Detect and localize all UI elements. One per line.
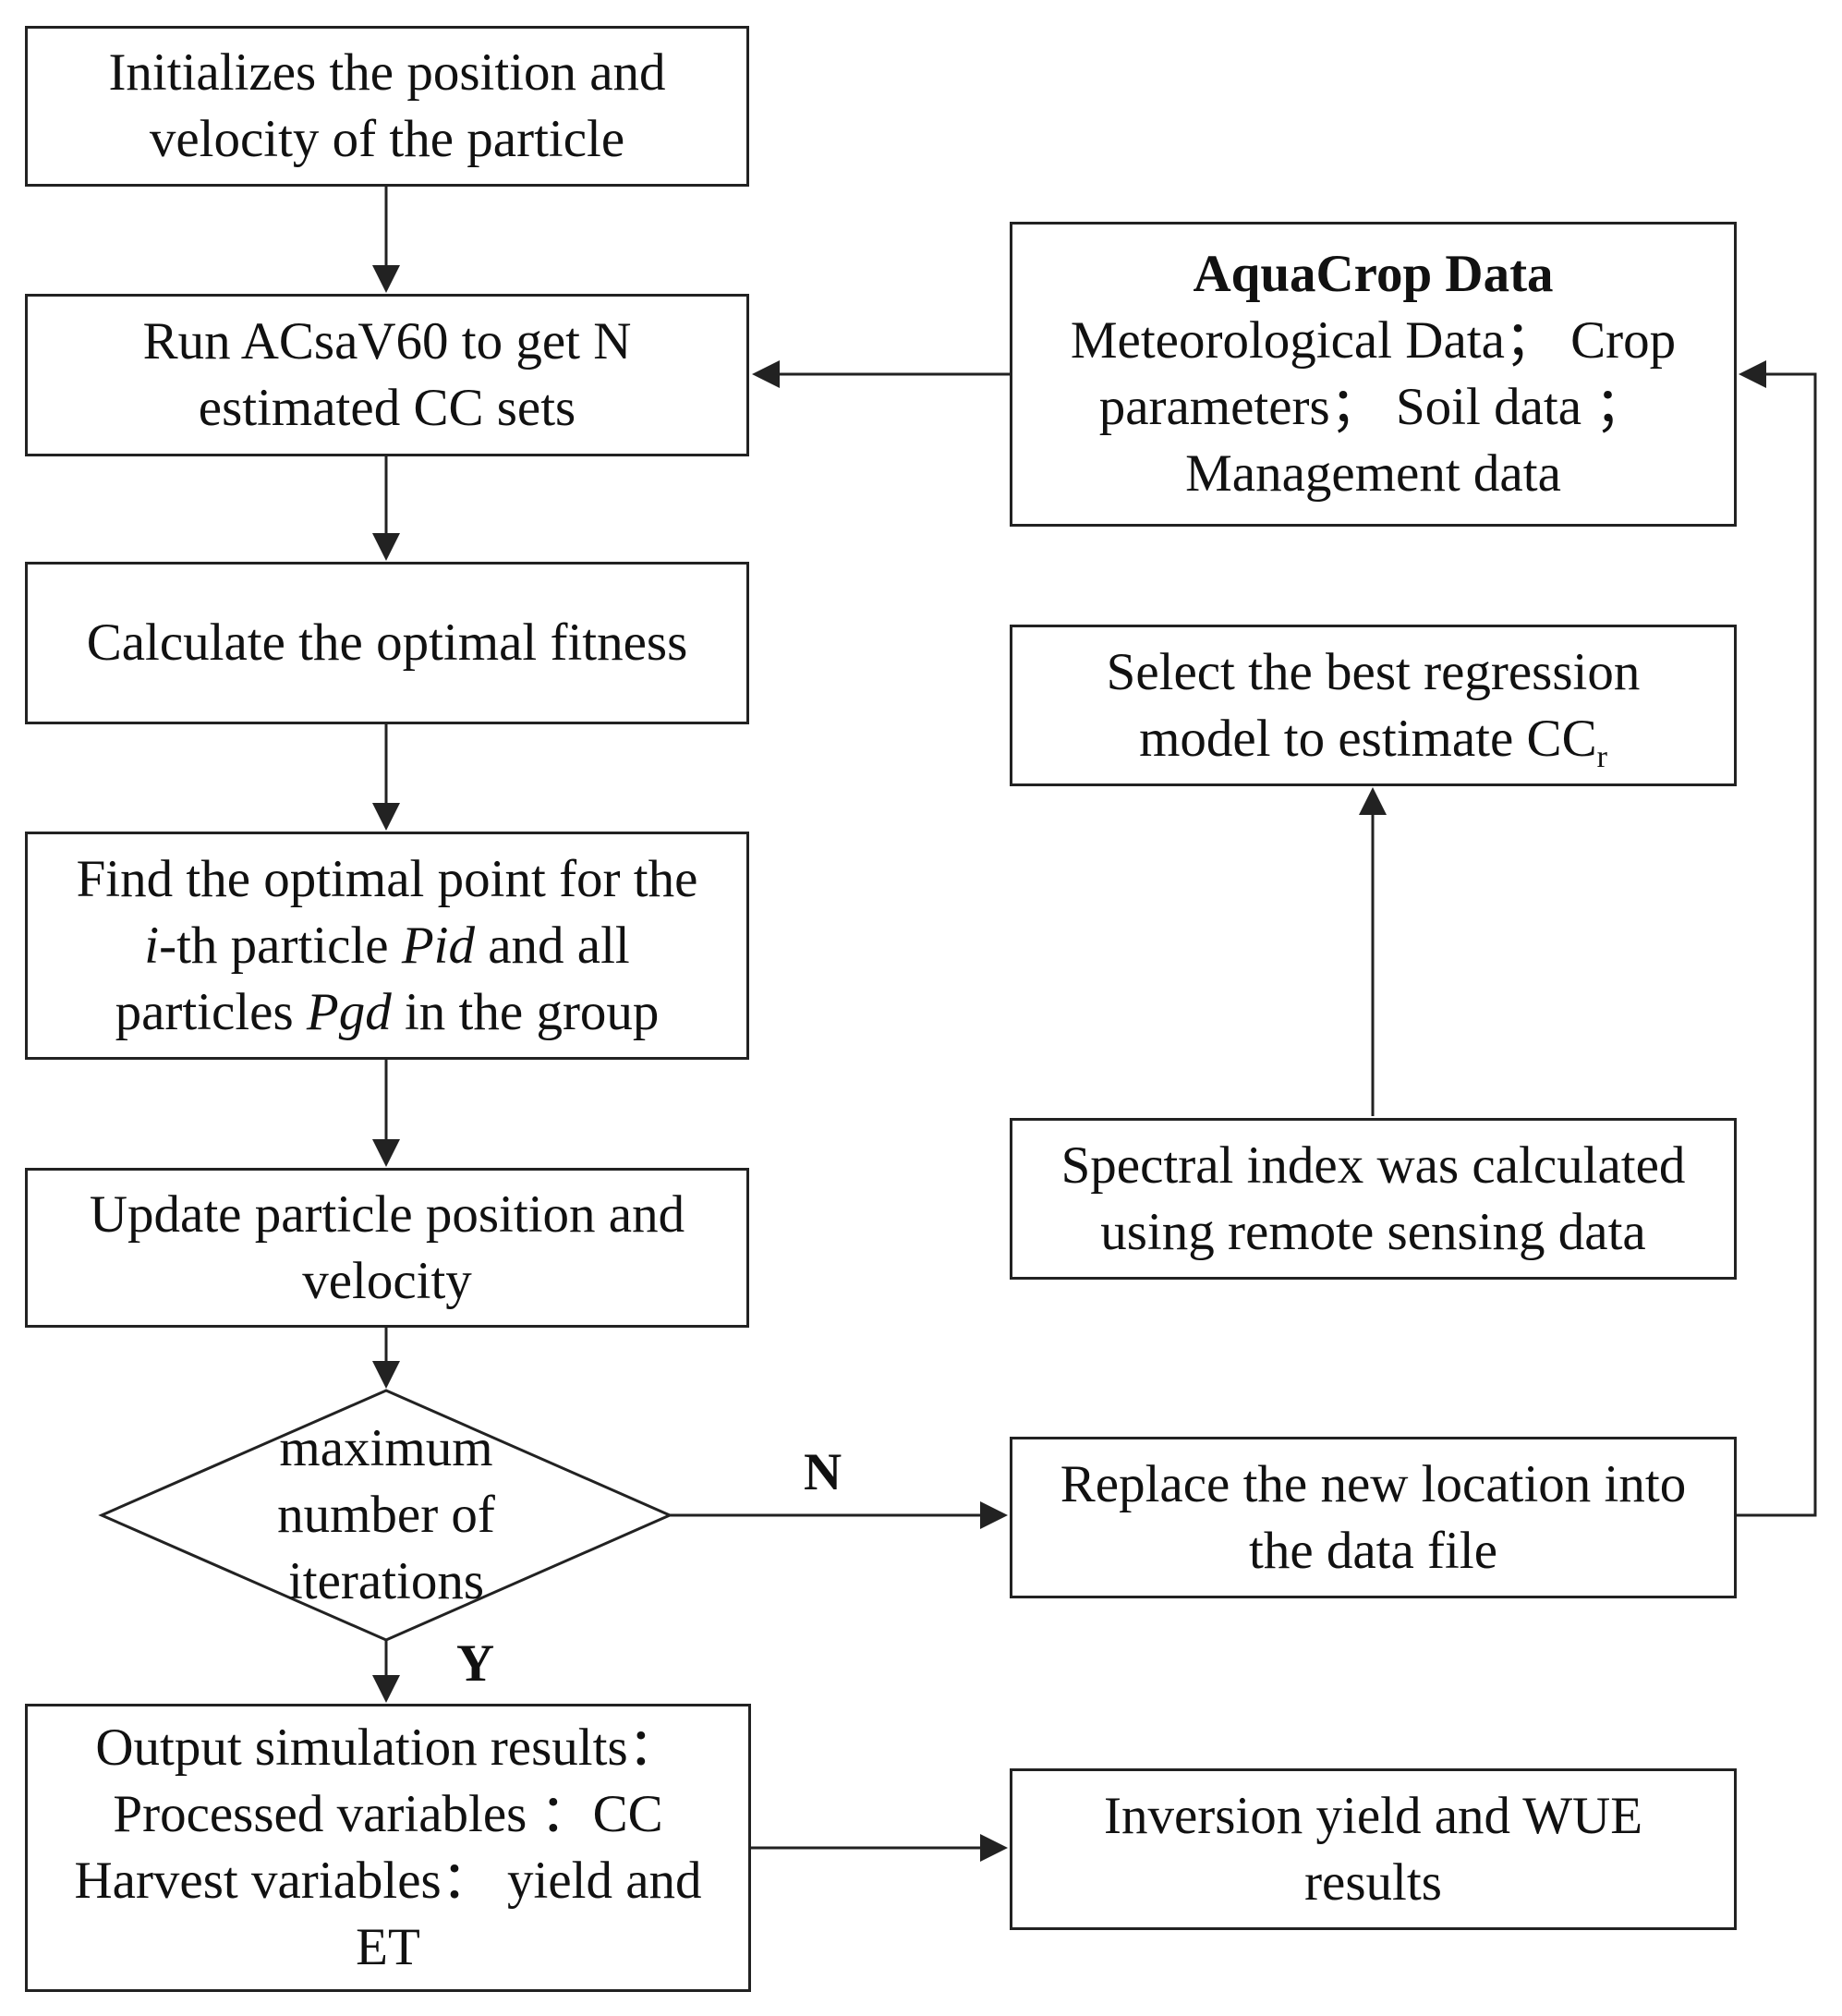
node-spectral-line-1: Spectral index was calculated <box>1060 1136 1686 1195</box>
node-decision-max-iterations: maximum number of iterations <box>201 1415 571 1615</box>
edge-replace-to-aquacrop <box>1737 360 1817 1517</box>
node-aquacrop-line-1: Meteorological Data； Crop <box>1070 311 1677 370</box>
node-regression-line-2: model to estimate CCr <box>1139 709 1607 774</box>
node-aquacrop-line-3: Management data <box>1185 444 1561 503</box>
node-update-particle: Update particle position and velocity <box>25 1168 749 1328</box>
node-update-line-1: Update particle position and <box>89 1184 685 1244</box>
node-regression-line-1: Select the best regression <box>1106 642 1641 701</box>
node-aquacrop-data: AquaCrop Data Meteorological Data； Crop … <box>1010 222 1737 527</box>
node-inversion-line-2: results <box>1304 1852 1442 1912</box>
node-output-line-4: ET <box>356 1918 420 1976</box>
node-find-optimal-point: Find the optimal point for the i-th part… <box>25 832 749 1060</box>
node-output-line-1: Output simulation results： <box>95 1718 681 1777</box>
decision-diamond <box>98 1389 673 1642</box>
node-spectral-line-2: using remote sensing data <box>1100 1202 1646 1261</box>
node-replace-location: Replace the new location into the data f… <box>1010 1437 1737 1598</box>
node-inversion-results: Inversion yield and WUE results <box>1010 1768 1737 1930</box>
node-run-acsav60: Run ACsaV60 to get N estimated CC sets <box>25 294 749 456</box>
node-calculate-fitness: Calculate the optimal fitness <box>25 562 749 724</box>
node-replace-line-1: Replace the new location into <box>1060 1454 1687 1513</box>
node-run-line-1: Run ACsaV60 to get N <box>142 312 632 370</box>
node-run-line-2: estimated CC sets <box>198 379 576 437</box>
edge-label-yes: Y <box>456 1634 495 1693</box>
decision-line-1: maximum <box>279 1419 493 1477</box>
node-initialize-line-1: Initializes the position and <box>108 43 666 102</box>
node-output-results: Output simulation results： Processed var… <box>25 1704 751 1992</box>
node-aquacrop-line-2: parameters； Soil data ； <box>1098 378 1648 436</box>
node-find-line-3: particles Pgd in the group <box>115 982 660 1041</box>
node-replace-line-2: the data file <box>1248 1521 1498 1580</box>
node-update-line-2: velocity <box>302 1251 472 1310</box>
node-inversion-line-1: Inversion yield and WUE <box>1103 1786 1643 1845</box>
node-fitness-line-1: Calculate the optimal fitness <box>86 613 688 672</box>
node-output-line-3: Harvest variables： yield and <box>74 1852 702 1910</box>
node-spectral-index: Spectral index was calculated using remo… <box>1010 1118 1737 1280</box>
node-initialize: Initializes the position and velocity of… <box>25 26 749 187</box>
cc-subscript: r <box>1596 739 1607 774</box>
node-output-line-2: Processed variables ：CC <box>113 1785 663 1843</box>
decision-line-3: iterations <box>287 1552 485 1610</box>
node-find-line-1: Find the optimal point for the <box>76 849 698 908</box>
edge-label-no: N <box>804 1443 842 1501</box>
node-find-line-2: i-th particle Pid and all <box>144 916 630 975</box>
decision-line-2: number of <box>277 1486 495 1544</box>
node-initialize-line-2: velocity of the particle <box>149 110 625 168</box>
node-aquacrop-title: AquaCrop Data <box>1193 245 1554 303</box>
node-select-regression: Select the best regression model to esti… <box>1010 625 1737 786</box>
